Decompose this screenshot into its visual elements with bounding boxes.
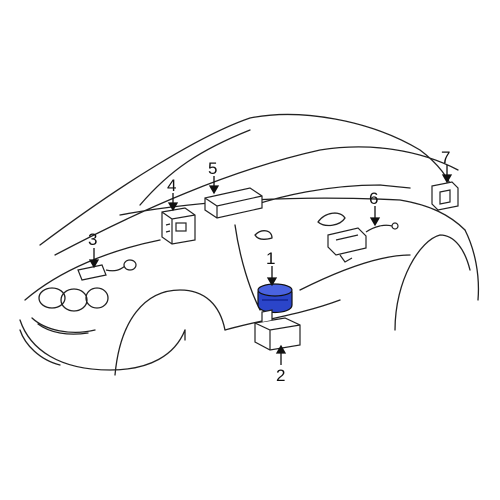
front-bumper	[19, 319, 186, 371]
front-lower	[19, 329, 61, 366]
callout-2: 2	[276, 366, 286, 385]
headlight-right	[85, 287, 109, 309]
part-4	[161, 207, 196, 245]
callout-4: 4	[167, 176, 177, 195]
callout-3: 3	[88, 230, 98, 249]
part-1-highlighted	[257, 283, 293, 314]
door-lower	[299, 254, 411, 291]
door-line	[234, 224, 261, 311]
headlight-mid	[60, 288, 88, 312]
leader-arrows	[88, 165, 453, 365]
windshield-line	[139, 129, 251, 206]
grille-inner	[37, 323, 89, 335]
rear-body	[464, 229, 480, 301]
callout-7: 7	[441, 148, 451, 167]
body-top-line	[54, 146, 459, 256]
side-mirror	[317, 212, 346, 227]
callout-5: 5	[208, 159, 218, 178]
body-side-lower	[184, 299, 341, 341]
rear-wheel-arch	[394, 234, 471, 331]
part-3	[77, 259, 137, 281]
roof-line	[39, 113, 456, 246]
callout-6: 6	[369, 189, 379, 208]
door-handle	[254, 230, 273, 240]
part-2	[254, 309, 301, 351]
part-6	[327, 222, 399, 263]
callout-1: 1	[266, 249, 276, 268]
grille	[31, 317, 96, 333]
hood-line	[24, 239, 161, 301]
headlight-left	[38, 287, 66, 309]
front-wheel-arch	[114, 289, 226, 376]
part-5	[204, 187, 263, 219]
belt-line	[119, 197, 466, 231]
part-7	[431, 181, 459, 211]
